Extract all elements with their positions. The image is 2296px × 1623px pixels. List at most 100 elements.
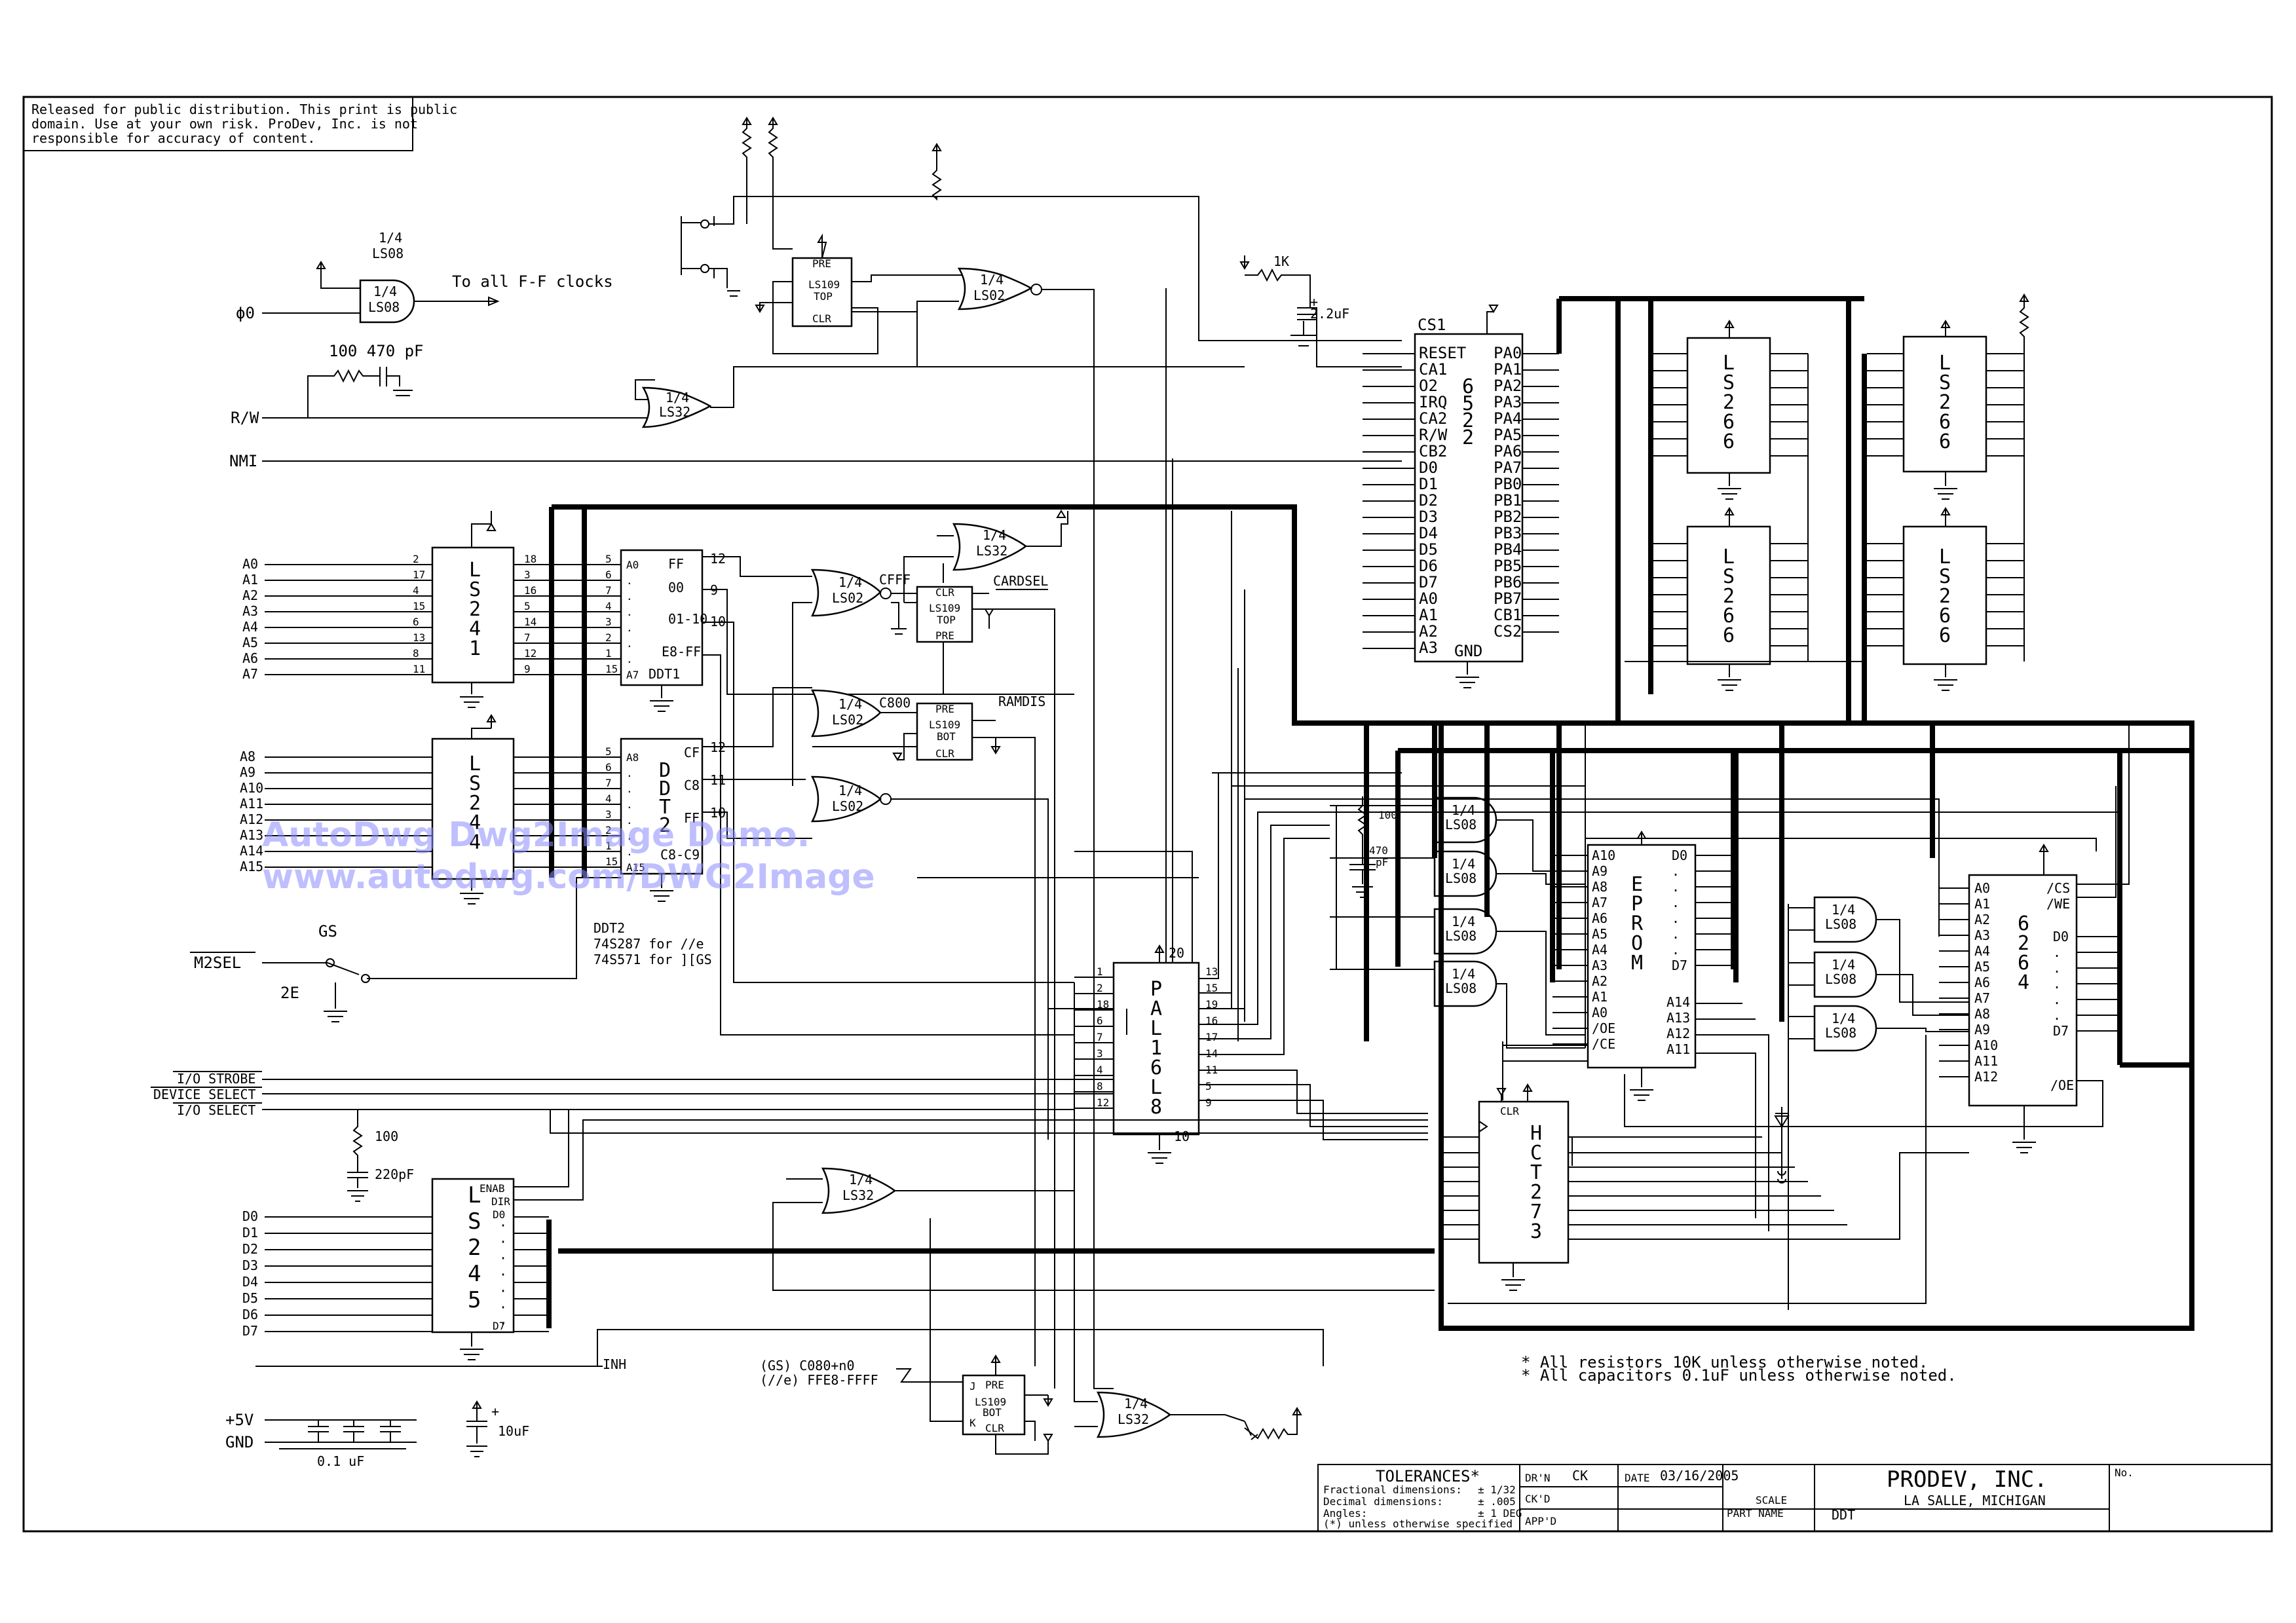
pal-name-5: L bbox=[1150, 1076, 1162, 1099]
ls08q-3-label-1: 1/4 bbox=[1452, 914, 1475, 929]
sram-data-pin: . bbox=[2053, 976, 2061, 992]
ff-bottom-clr: CLR bbox=[985, 1422, 1004, 1434]
data-line-label: D2 bbox=[242, 1241, 258, 1257]
sram-data-pin: D7 bbox=[2053, 1023, 2069, 1039]
tol-unless: (*) unless otherwise specified bbox=[1323, 1518, 1513, 1530]
company-name: PRODEV, INC. bbox=[1887, 1466, 2048, 1493]
notes: * All resistors 10K unless otherwise not… bbox=[1521, 1353, 1957, 1385]
eprom-data-pin: . bbox=[1672, 863, 1680, 879]
ff-mid-bot-clr: CLR bbox=[935, 747, 954, 760]
addr-high-label: A14 bbox=[240, 843, 263, 859]
ls266-3-name-3: 6 bbox=[1939, 411, 1951, 434]
ddt2-note-line-2: 74S287 for //e bbox=[593, 936, 704, 952]
ls266-4-name-0: L bbox=[1939, 546, 1951, 569]
ls245-name-1: S bbox=[468, 1208, 481, 1235]
pal-pin-right: 14 bbox=[1205, 1047, 1218, 1060]
c220-bottom: 220pF bbox=[375, 1166, 414, 1182]
tol-ang: Angles: bbox=[1323, 1507, 1367, 1520]
sram-6264: A0A1A2A3A4A5A6A7A8A9A10A11A12/CS/WED0...… bbox=[1939, 844, 2120, 1153]
io-select-label: I/O SELECT bbox=[177, 1102, 255, 1118]
ls244-name-4: 4 bbox=[469, 831, 481, 854]
ddt1-input-label: . bbox=[626, 590, 633, 603]
ls266-3: L S 2 6 6 bbox=[1867, 293, 2029, 500]
ls08-gate-label-2: LS08 bbox=[368, 299, 400, 315]
cardsel-label: CARDSEL bbox=[993, 573, 1048, 589]
ddt1-input-label: . bbox=[626, 622, 633, 634]
ddt2-input-label: . bbox=[626, 814, 633, 827]
r100-bottom: 100 bbox=[375, 1129, 398, 1144]
ddt2-pin-in: 1 bbox=[605, 840, 612, 852]
ddt1-pin-in: 3 bbox=[605, 616, 612, 628]
sram-name-1: 2 bbox=[2018, 932, 2029, 955]
addr-high-label: A13 bbox=[240, 827, 263, 843]
ddt2-pin-in: 3 bbox=[605, 808, 612, 821]
e2-label: 2E bbox=[280, 984, 299, 1002]
pal-pin-left: 6 bbox=[1097, 1015, 1103, 1027]
title-block: TOLERANCES* Fractional dimensions: Decim… bbox=[1317, 1464, 2272, 1532]
cap10-label: 10uF bbox=[498, 1423, 529, 1439]
ls02b-label-1: 1/4 bbox=[838, 696, 862, 712]
via-left-pin-label: A0 bbox=[1419, 589, 1438, 608]
ls266-group: L S 2 6 6 L S 2 6 6 L S 2 6 6 bbox=[1625, 293, 2029, 691]
ls245: ENAB DIR D0 D7 L S 2 4 5 D0·D1·D2·D3·D4·… bbox=[242, 1110, 1428, 1360]
cap10-plus: + bbox=[491, 1404, 499, 1419]
ddt2-input-label: A8 bbox=[626, 751, 639, 764]
via-right-pin-label: PA5 bbox=[1494, 426, 1522, 444]
via-left-pins: RESETCA1O2IRQCA2R/WCB2D0D1D2D3D4D5D6D7A0… bbox=[1363, 344, 1466, 657]
ddt2-name-0: D bbox=[659, 759, 671, 782]
inh-label: INH bbox=[603, 1356, 626, 1372]
eprom-data-pin: . bbox=[1672, 910, 1680, 926]
misc-wires bbox=[917, 288, 2130, 1304]
via-name-2: 2 bbox=[1462, 409, 1474, 432]
drawing-no-label: No. bbox=[2115, 1466, 2134, 1479]
drn-label: DR'N bbox=[1525, 1472, 1551, 1484]
ff-mid-top-pre: PRE bbox=[935, 629, 954, 642]
pal-pin-left: 7 bbox=[1097, 1031, 1103, 1043]
date-value: 03/16/2005 bbox=[1660, 1468, 1739, 1483]
ddt2-input-label: . bbox=[626, 830, 633, 842]
eprom-left-pin: /OE bbox=[1592, 1020, 1615, 1036]
ddt1-pin-in: 4 bbox=[605, 600, 612, 612]
device-select-label: DEVICE SELECT bbox=[153, 1087, 256, 1102]
ddt2-out-cf: CF bbox=[684, 745, 700, 760]
watermark-line-1: AutoDwg Dwg2Image Demo. bbox=[262, 815, 810, 855]
pal-pin-right: 17 bbox=[1205, 1031, 1218, 1043]
ddt1-out-00: 00 bbox=[668, 580, 684, 595]
ls266-4: L S 2 6 6 bbox=[1867, 507, 2024, 691]
part-name-label: PART NAME bbox=[1727, 1507, 1784, 1520]
ls266-2-name-3: 6 bbox=[1723, 605, 1735, 627]
ls08r-2-label-1: 1/4 bbox=[1832, 957, 1855, 973]
ff-bottom-j: J bbox=[969, 1380, 976, 1392]
sram-left-pin: A6 bbox=[1974, 975, 1990, 990]
plus5v-label: +5V bbox=[225, 1411, 254, 1429]
ff-mid-bot-sub: BOT bbox=[937, 730, 956, 743]
data-line-label: D5 bbox=[242, 1290, 258, 1306]
tol-frac: Fractional dimensions: bbox=[1323, 1483, 1462, 1496]
ls245-name-4: 5 bbox=[468, 1287, 481, 1313]
addr-low-label: A6 bbox=[242, 650, 258, 666]
ddt2-name-1: D bbox=[659, 777, 671, 800]
ls241-pin-in: 4 bbox=[413, 584, 419, 597]
ls241-name-2: 2 bbox=[469, 598, 481, 621]
pal-pin10: 10 bbox=[1174, 1129, 1190, 1144]
addr-low-label: A2 bbox=[242, 588, 258, 603]
pal-pin-left: 12 bbox=[1097, 1096, 1109, 1109]
ls32-bottom-label-1: 1/4 bbox=[849, 1172, 873, 1187]
eprom-addr-pin: A11 bbox=[1666, 1041, 1690, 1057]
ls32-mid-label-1: 1/4 bbox=[983, 527, 1006, 543]
via-right-pin-label: PA6 bbox=[1494, 442, 1522, 460]
ddt1-out-01-10: 01-10 bbox=[668, 611, 707, 627]
via-right-pin-label: CS2 bbox=[1494, 622, 1522, 641]
ddt2-input-label: . bbox=[626, 846, 633, 858]
pal-pin-right: 5 bbox=[1205, 1080, 1212, 1092]
eprom-left-pin: A3 bbox=[1592, 958, 1608, 973]
sram-ctrl-pin: /CS bbox=[2046, 880, 2070, 896]
addr-low-label: A3 bbox=[242, 603, 258, 619]
ls266-4-name-4: 6 bbox=[1939, 624, 1951, 647]
part-name-value: DDT bbox=[1832, 1507, 1855, 1523]
ls02c-label-1: 1/4 bbox=[838, 783, 862, 798]
ls244-name-3: 4 bbox=[469, 811, 481, 834]
sram-name-0: 6 bbox=[2018, 912, 2029, 935]
